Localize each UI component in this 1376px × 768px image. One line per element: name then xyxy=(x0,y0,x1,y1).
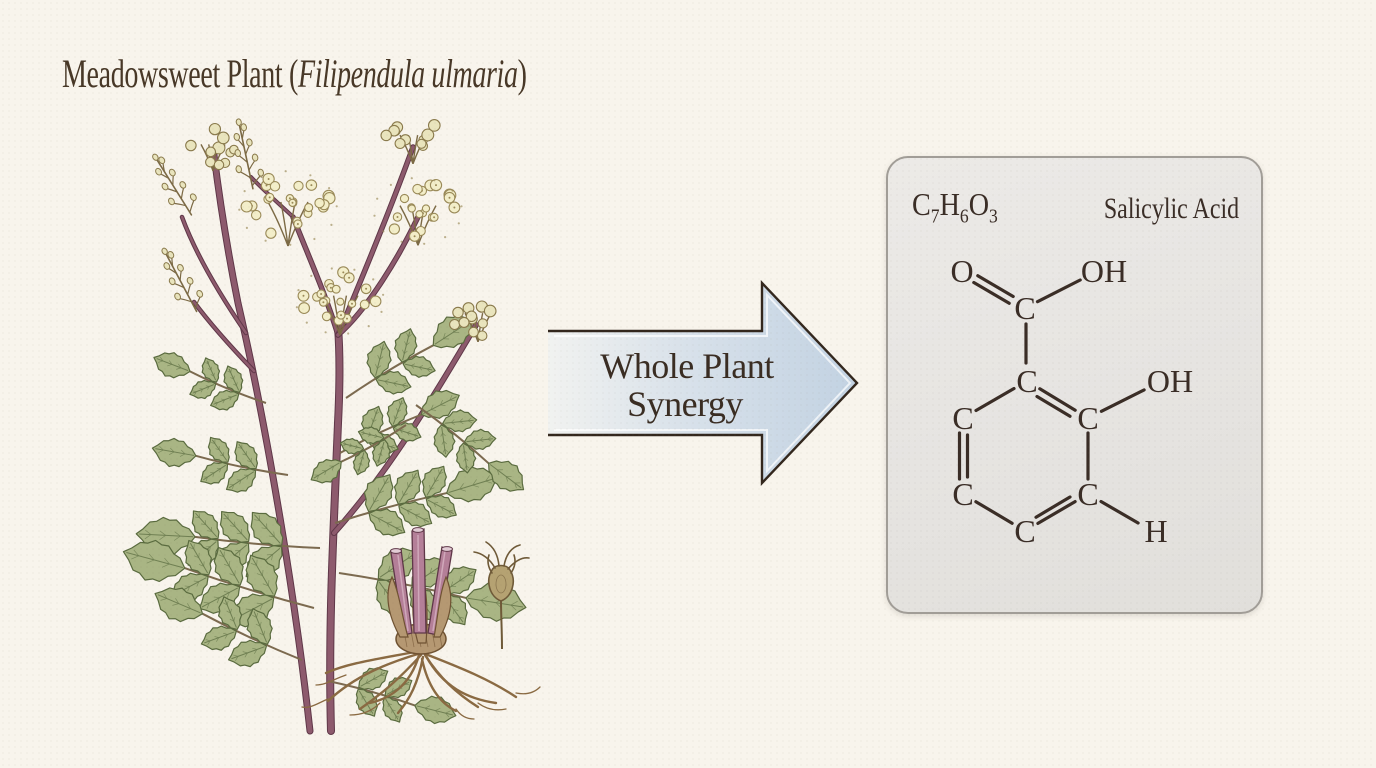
atom-label: C xyxy=(952,400,973,436)
atom-label: C xyxy=(1077,476,1098,512)
atom-label: C xyxy=(1014,290,1035,326)
bond-lines xyxy=(957,274,1146,525)
title-text: Meadowsweet Plant ( xyxy=(62,51,298,96)
atom-label: O xyxy=(950,253,973,289)
arrow-label-line1: Whole Plant xyxy=(600,346,774,386)
formula-o-sub: 3 xyxy=(989,205,998,228)
formula-o: O xyxy=(968,186,990,222)
molecular-formula: C7H6O3 xyxy=(912,186,998,228)
atom-label: C xyxy=(1016,363,1037,399)
plant-flowers xyxy=(152,118,497,342)
salicylic-acid-structure: O OH C C OH C C C C C H xyxy=(950,253,1193,549)
arrow-inner-highlight xyxy=(554,292,852,474)
formula-h: H xyxy=(939,186,960,222)
atom-label: OH xyxy=(1147,363,1193,399)
synergy-arrow: Whole Plant Synergy xyxy=(548,279,859,487)
formula-h-sub: 6 xyxy=(959,205,969,228)
formula-c: C xyxy=(912,186,931,222)
atom-labels: O OH C C OH C C C C C H xyxy=(950,253,1193,549)
arrow-label-line2: Synergy xyxy=(627,384,743,424)
title-suffix: ) xyxy=(517,51,527,96)
atom-label: OH xyxy=(1081,253,1127,289)
compound-name: Salicylic Acid xyxy=(1103,192,1239,225)
atom-label: C xyxy=(1077,400,1098,436)
molecule-panel: C7H6O3 Salicylic Acid xyxy=(886,156,1263,614)
arrow-shape xyxy=(548,279,859,487)
root-and-pod-detail xyxy=(301,527,541,720)
atom-label: C xyxy=(952,476,973,512)
atom-label: C xyxy=(1014,513,1035,549)
title-latin-name: Filipendula ulmaria xyxy=(297,51,518,96)
meadowsweet-plant-illustration xyxy=(122,118,541,735)
page-title: Meadowsweet Plant (Filipendula ulmaria) xyxy=(62,50,527,97)
atom-label: H xyxy=(1144,513,1167,549)
formula-c-sub: 7 xyxy=(930,205,940,228)
